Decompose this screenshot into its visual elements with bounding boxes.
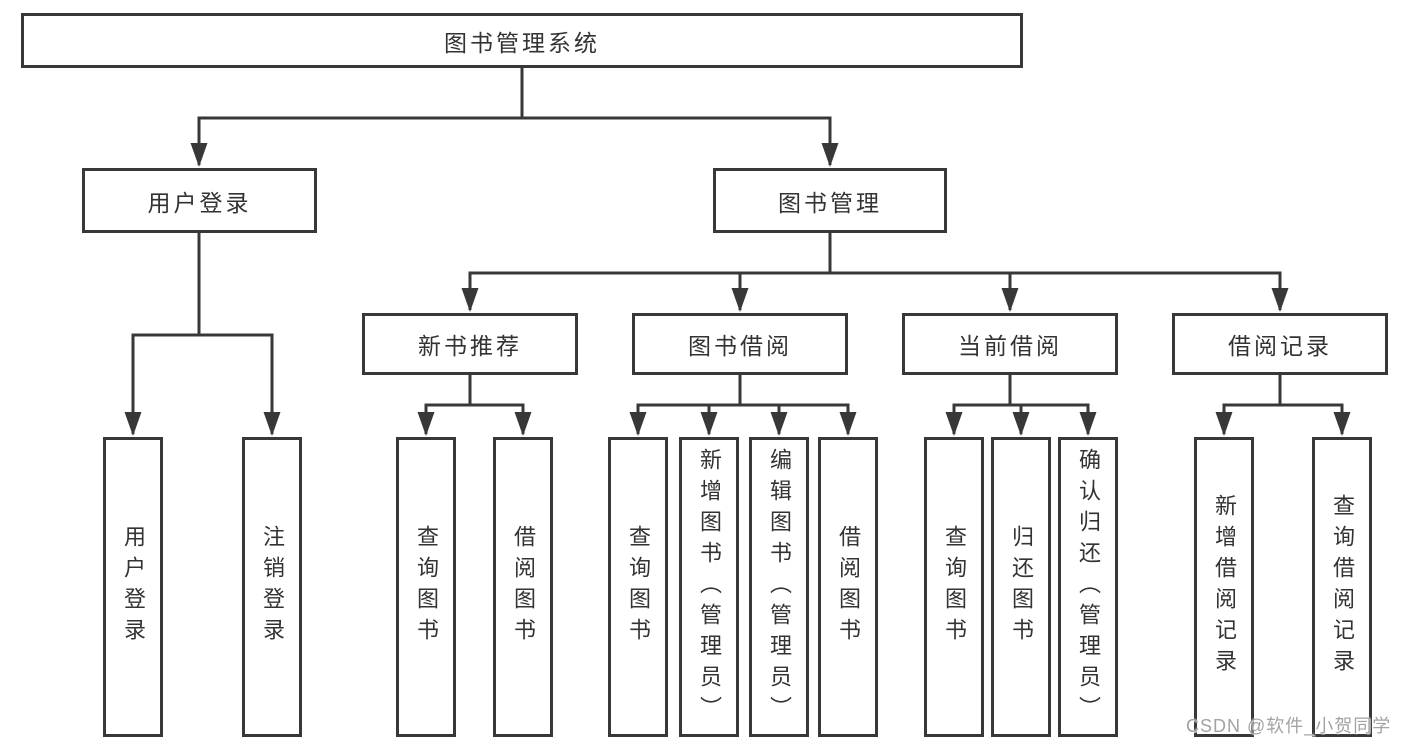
node-user-login: 用户登录 xyxy=(82,168,317,233)
node-book-borrowing: 图书借阅 xyxy=(632,313,848,375)
watermark: CSDN @软件_小贺同学 xyxy=(1186,716,1392,736)
node-book-management: 图书管理 xyxy=(713,168,947,233)
node-borrow-records: 借阅记录 xyxy=(1172,313,1388,375)
leaf-user-login: 用户登录 xyxy=(103,437,163,737)
leaf-borrow-books-1: 借阅图书 xyxy=(493,437,553,737)
leaf-query-books-1: 查询图书 xyxy=(396,437,456,737)
leaf-add-borrow-record: 新增借阅记录 xyxy=(1194,437,1254,737)
leaf-query-borrow-record: 查询借阅记录 xyxy=(1312,437,1372,737)
leaf-borrow-books-2: 借阅图书 xyxy=(818,437,878,737)
leaf-edit-book-admin: 编辑图书（管理员） xyxy=(749,437,809,737)
leaf-query-books-2: 查询图书 xyxy=(608,437,668,737)
node-new-book-recommend: 新书推荐 xyxy=(362,313,578,375)
node-library-management-system: 图书管理系统 xyxy=(21,13,1023,68)
leaf-query-books-3: 查询图书 xyxy=(924,437,984,737)
leaf-add-book-admin: 新增图书（管理员） xyxy=(679,437,739,737)
node-current-borrowing: 当前借阅 xyxy=(902,313,1118,375)
leaf-logout: 注销登录 xyxy=(242,437,302,737)
leaf-confirm-return-admin: 确认归还（管理员） xyxy=(1058,437,1118,737)
leaf-return-book: 归还图书 xyxy=(991,437,1051,737)
